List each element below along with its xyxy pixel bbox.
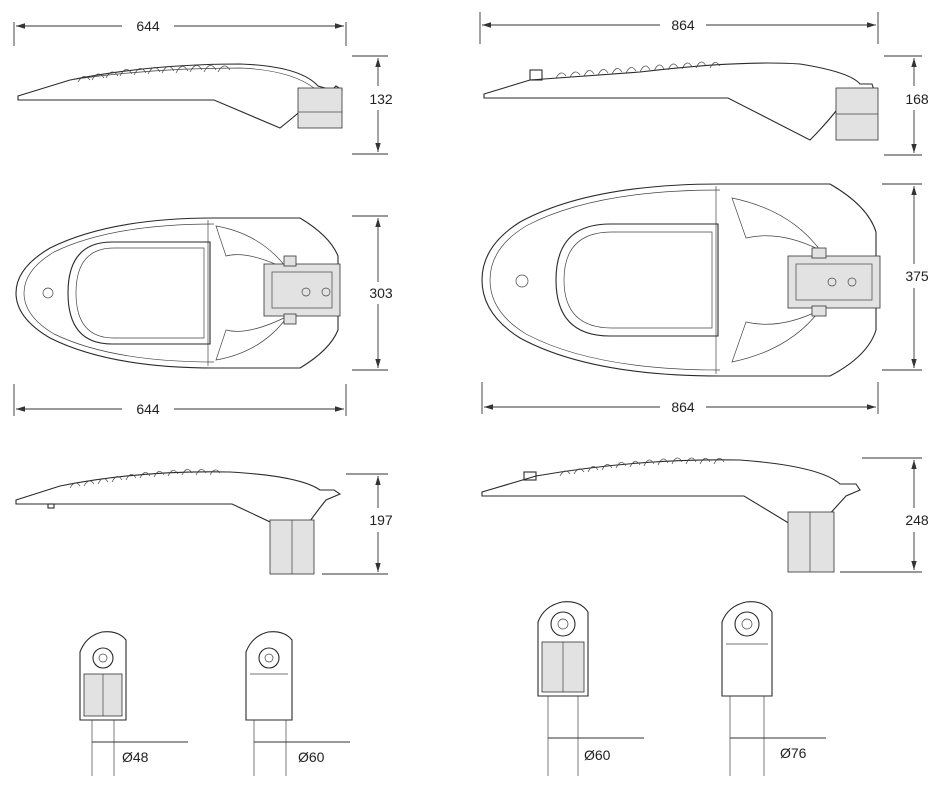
- small-mount-fins: [69, 469, 221, 489]
- large-top-width-label: 864: [671, 399, 695, 415]
- large-top-view: 375 864: [481, 183, 929, 415]
- large-mount-fins: [559, 457, 725, 477]
- large-side-width-label: 864: [671, 17, 695, 33]
- small-mount-view: 197: [15, 469, 393, 575]
- pole-48-label: Ø48: [122, 749, 149, 765]
- pole-adapter-48: Ø48: [79, 631, 188, 776]
- pole-76-label: Ø76: [780, 745, 807, 761]
- large-side-view: 864 168: [479, 12, 929, 156]
- large-top-height-label: 375: [905, 268, 929, 284]
- large-mount-height-label: 248: [905, 512, 929, 528]
- small-side-height-label: 132: [369, 91, 393, 107]
- small-side-width-label: 644: [136, 18, 160, 34]
- large-side-fins: [555, 61, 721, 79]
- small-mount-height-label: 197: [369, 512, 393, 528]
- pole-adapter-76: Ø76: [721, 601, 826, 776]
- pole-60-small-label: Ø60: [298, 749, 325, 765]
- large-side-height-label: 168: [905, 91, 929, 107]
- small-side-fins: [77, 65, 231, 83]
- pole-60-large-label: Ø60: [584, 747, 611, 763]
- small-top-width-label: 644: [136, 401, 160, 417]
- pole-adapter-60-large: Ø60: [537, 601, 644, 776]
- large-mount-view: 248: [481, 457, 929, 573]
- small-side-view: 644 132: [13, 18, 393, 155]
- small-top-height-label: 303: [369, 285, 393, 301]
- pole-adapter-60-small: Ø60: [245, 631, 350, 776]
- small-top-view: 303 644: [13, 215, 393, 417]
